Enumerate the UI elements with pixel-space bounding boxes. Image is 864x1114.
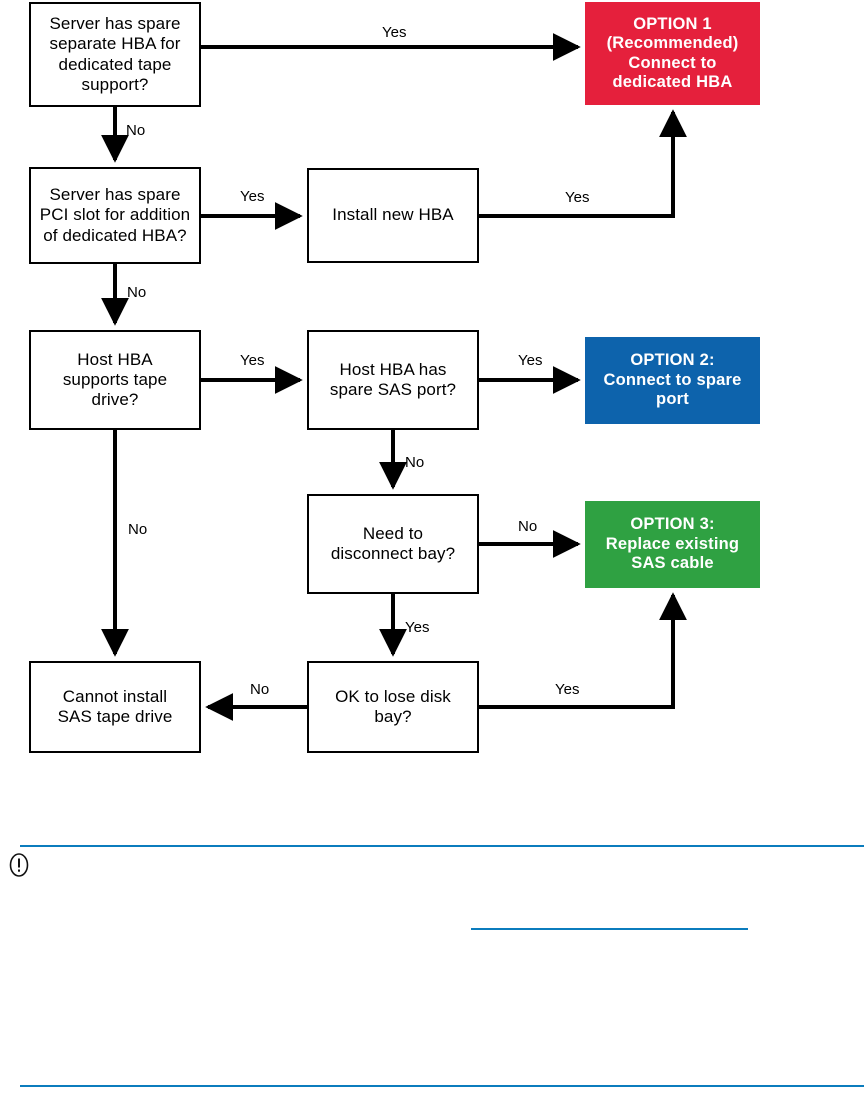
edge-label-no-n2-n4: No xyxy=(127,284,147,301)
node-label: OPTION 1 (Recommended) Connect to dedica… xyxy=(606,14,739,91)
node-label: Server has spare separate HBA for dedica… xyxy=(49,14,181,94)
edge-label-yes-n3-option1: Yes xyxy=(565,189,590,206)
edge-label-yes-n2-n3: Yes xyxy=(240,188,265,205)
node-option-3-replace-existing-sas-cable[interactable]: OPTION 3: Replace existing SAS cable xyxy=(585,501,760,588)
node-label: Cannot install SAS tape drive xyxy=(57,686,173,726)
node-need-to-disconnect-bay[interactable]: Need to disconnect bay? xyxy=(307,494,479,594)
node-ok-to-lose-disk-bay[interactable]: OK to lose disk bay? xyxy=(307,661,479,753)
node-label: Install new HBA xyxy=(332,205,454,225)
edge-label-yes-n1-option1: Yes xyxy=(382,24,407,41)
node-label: Host HBA has spare SAS port? xyxy=(329,359,457,399)
node-host-hba-has-spare-sas-port[interactable]: Host HBA has spare SAS port? xyxy=(307,330,479,430)
node-label: Host HBA supports tape drive? xyxy=(62,349,168,410)
node-option-1-connect-to-dedicated-hba[interactable]: OPTION 1 (Recommended) Connect to dedica… xyxy=(585,2,760,105)
node-label: OK to lose disk bay? xyxy=(335,686,451,726)
flowchart-connectors xyxy=(101,33,687,721)
edge-label-no-n6-option3: No xyxy=(518,518,538,535)
edge-label-yes-n5-option2: Yes xyxy=(518,352,543,369)
edge-label-no-n1-n2: No xyxy=(126,122,146,139)
edge-n3-to-option1 xyxy=(479,109,687,218)
edge-label-yes-n6-n8: Yes xyxy=(405,619,430,636)
node-cannot-install-sas-tape-drive[interactable]: Cannot install SAS tape drive xyxy=(29,661,201,753)
edge-n8-to-option3 xyxy=(479,592,687,709)
important-exclamation-icon xyxy=(9,853,29,877)
node-label: Server has spare PCI slot for addition o… xyxy=(39,185,191,245)
note-top-rule xyxy=(20,845,864,847)
edge-label-no-n8-n7: No xyxy=(250,681,270,698)
edge-label-no-n5-n6: No xyxy=(405,454,425,471)
edge-label-yes-n4-n5: Yes xyxy=(240,352,265,369)
node-label: OPTION 2: Connect to spare port xyxy=(603,351,742,409)
edge-label-no-n4-n7: No xyxy=(128,521,148,538)
node-server-has-spare-separate-hba[interactable]: Server has spare separate HBA for dedica… xyxy=(29,2,201,107)
node-install-new-hba[interactable]: Install new HBA xyxy=(307,168,479,263)
node-option-2-connect-to-spare-port[interactable]: OPTION 2: Connect to spare port xyxy=(585,337,760,424)
note-section xyxy=(0,790,864,1114)
node-label: Need to disconnect bay? xyxy=(330,523,456,563)
edge-label-yes-n8-option3: Yes xyxy=(555,681,580,698)
node-label: OPTION 3: Replace existing SAS cable xyxy=(605,515,740,573)
flowchart-canvas: Server has spare separate HBA for dedica… xyxy=(29,2,760,753)
note-link-underline[interactable] xyxy=(471,928,748,930)
node-server-has-spare-pci-slot[interactable]: Server has spare PCI slot for addition o… xyxy=(29,167,201,264)
note-bottom-rule xyxy=(20,1085,864,1087)
node-host-hba-supports-tape-drive[interactable]: Host HBA supports tape drive? xyxy=(29,330,201,430)
